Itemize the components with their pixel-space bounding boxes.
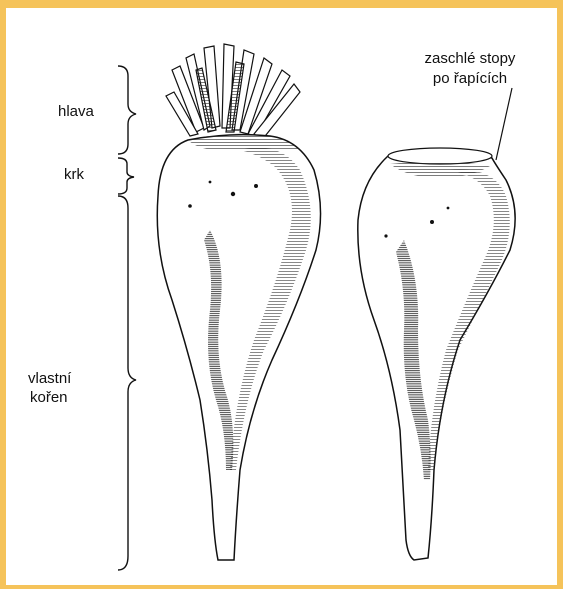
label-scars-line2: po řapících (392, 70, 548, 88)
label-head: hlava (58, 103, 94, 121)
brace-root (118, 196, 136, 570)
right-beet-body (358, 148, 515, 560)
label-neck: krk (64, 166, 84, 184)
annotation-leader-line (496, 88, 512, 160)
label-root-line1: vlastní (28, 370, 71, 388)
left-beet-body (157, 134, 320, 560)
brace-head (118, 66, 136, 154)
label-root-line2: kořen (30, 389, 68, 407)
brace-neck (118, 158, 134, 194)
label-scars-line1: zaschlé stopy (392, 50, 548, 68)
left-beet-leaves (166, 44, 300, 140)
